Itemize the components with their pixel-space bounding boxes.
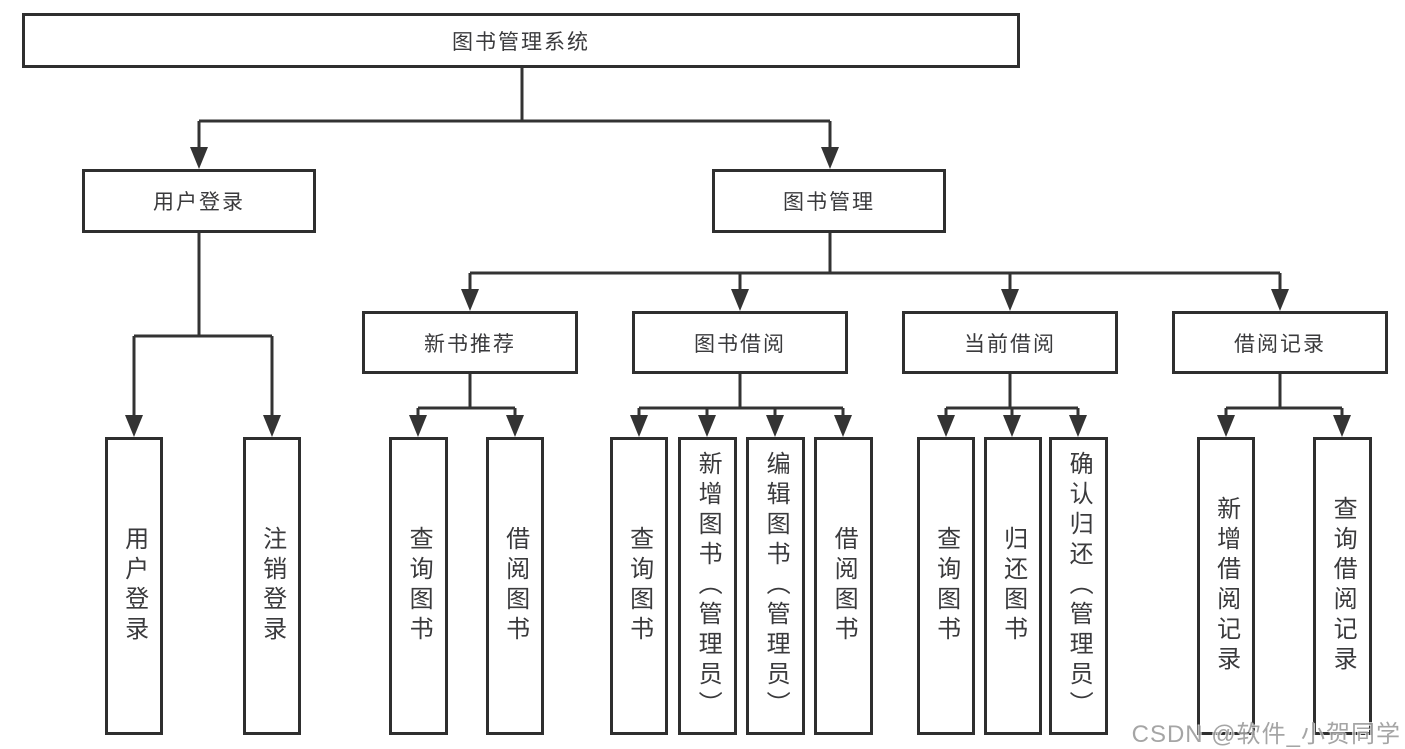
- node-library-management-system: 图书管理系统: [22, 13, 1020, 68]
- node-label: 用户登录: [153, 191, 245, 214]
- arrowhead: [630, 415, 648, 437]
- tree-edges: [132, 68, 1344, 419]
- arrowhead: [1217, 415, 1235, 437]
- arrowhead: [1069, 415, 1087, 437]
- node-label: 新书推荐: [424, 332, 516, 356]
- arrowhead: [125, 415, 143, 437]
- arrowhead: [1001, 289, 1019, 311]
- leaf-query-borrow-record: 查询借阅记录: [1313, 437, 1372, 735]
- arrowhead: [937, 415, 955, 437]
- node-label: 用户登录: [120, 526, 148, 646]
- node-label: 图书借阅: [694, 332, 786, 356]
- node-label: 借阅图书: [830, 526, 858, 646]
- leaf-edit-books-admin: 编辑图书（管理员）: [746, 437, 805, 735]
- leaf-confirm-return-admin: 确认归还（管理员）: [1049, 437, 1108, 735]
- node-label: 查询图书: [625, 526, 653, 646]
- node-label: 查询图书: [932, 526, 960, 646]
- node-label: 注销登录: [258, 526, 286, 646]
- node-new-book-recommend: 新书推荐: [362, 311, 578, 374]
- arrowhead: [1333, 415, 1351, 437]
- arrowhead: [506, 415, 524, 437]
- arrowhead: [1271, 289, 1289, 311]
- node-label: 图书管理: [783, 191, 875, 214]
- arrowhead: [834, 415, 852, 437]
- arrowhead: [731, 289, 749, 311]
- node-label: 编辑图书（管理员）: [762, 451, 790, 721]
- leaf-return-books: 归还图书: [984, 437, 1042, 735]
- node-label: 确认归还（管理员）: [1065, 451, 1093, 721]
- node-current-borrowing: 当前借阅: [902, 311, 1118, 374]
- node-label: 查询借阅记录: [1329, 496, 1357, 676]
- node-label: 借阅图书: [501, 526, 529, 646]
- arrowhead: [263, 415, 281, 437]
- leaf-borrow-books-recommend: 借阅图书: [486, 437, 544, 735]
- arrowhead: [190, 147, 208, 169]
- node-label: 查询图书: [405, 526, 433, 646]
- node-label: 新增图书（管理员）: [694, 451, 722, 721]
- node-book-borrowing: 图书借阅: [632, 311, 848, 374]
- node-label: 当前借阅: [964, 332, 1056, 356]
- leaf-add-books-admin: 新增图书（管理员）: [678, 437, 737, 735]
- leaf-user-login: 用户登录: [105, 437, 163, 735]
- node-label: 图书管理系统: [452, 30, 590, 54]
- arrowhead: [698, 415, 716, 437]
- arrowhead: [461, 289, 479, 311]
- csdn-watermark: CSDN @软件_小贺同学: [1131, 721, 1401, 748]
- leaf-query-books-borrowing: 查询图书: [610, 437, 668, 735]
- arrowhead: [1003, 415, 1021, 437]
- arrowhead: [821, 147, 839, 169]
- node-label: 新增借阅记录: [1212, 496, 1240, 676]
- arrowhead: [409, 415, 427, 437]
- arrowheads: [125, 147, 1351, 437]
- leaf-borrow-books-borrowing: 借阅图书: [814, 437, 873, 735]
- node-label: 归还图书: [999, 526, 1027, 646]
- node-borrowing-records: 借阅记录: [1172, 311, 1388, 374]
- node-user-login-branch: 用户登录: [82, 169, 316, 233]
- leaf-query-books-current: 查询图书: [917, 437, 975, 735]
- node-label: 借阅记录: [1234, 332, 1326, 356]
- node-book-management-branch: 图书管理: [712, 169, 946, 233]
- arrowhead: [766, 415, 784, 437]
- leaf-query-books-recommend: 查询图书: [389, 437, 448, 735]
- leaf-add-borrow-record: 新增借阅记录: [1197, 437, 1255, 735]
- leaf-logout-login: 注销登录: [243, 437, 301, 735]
